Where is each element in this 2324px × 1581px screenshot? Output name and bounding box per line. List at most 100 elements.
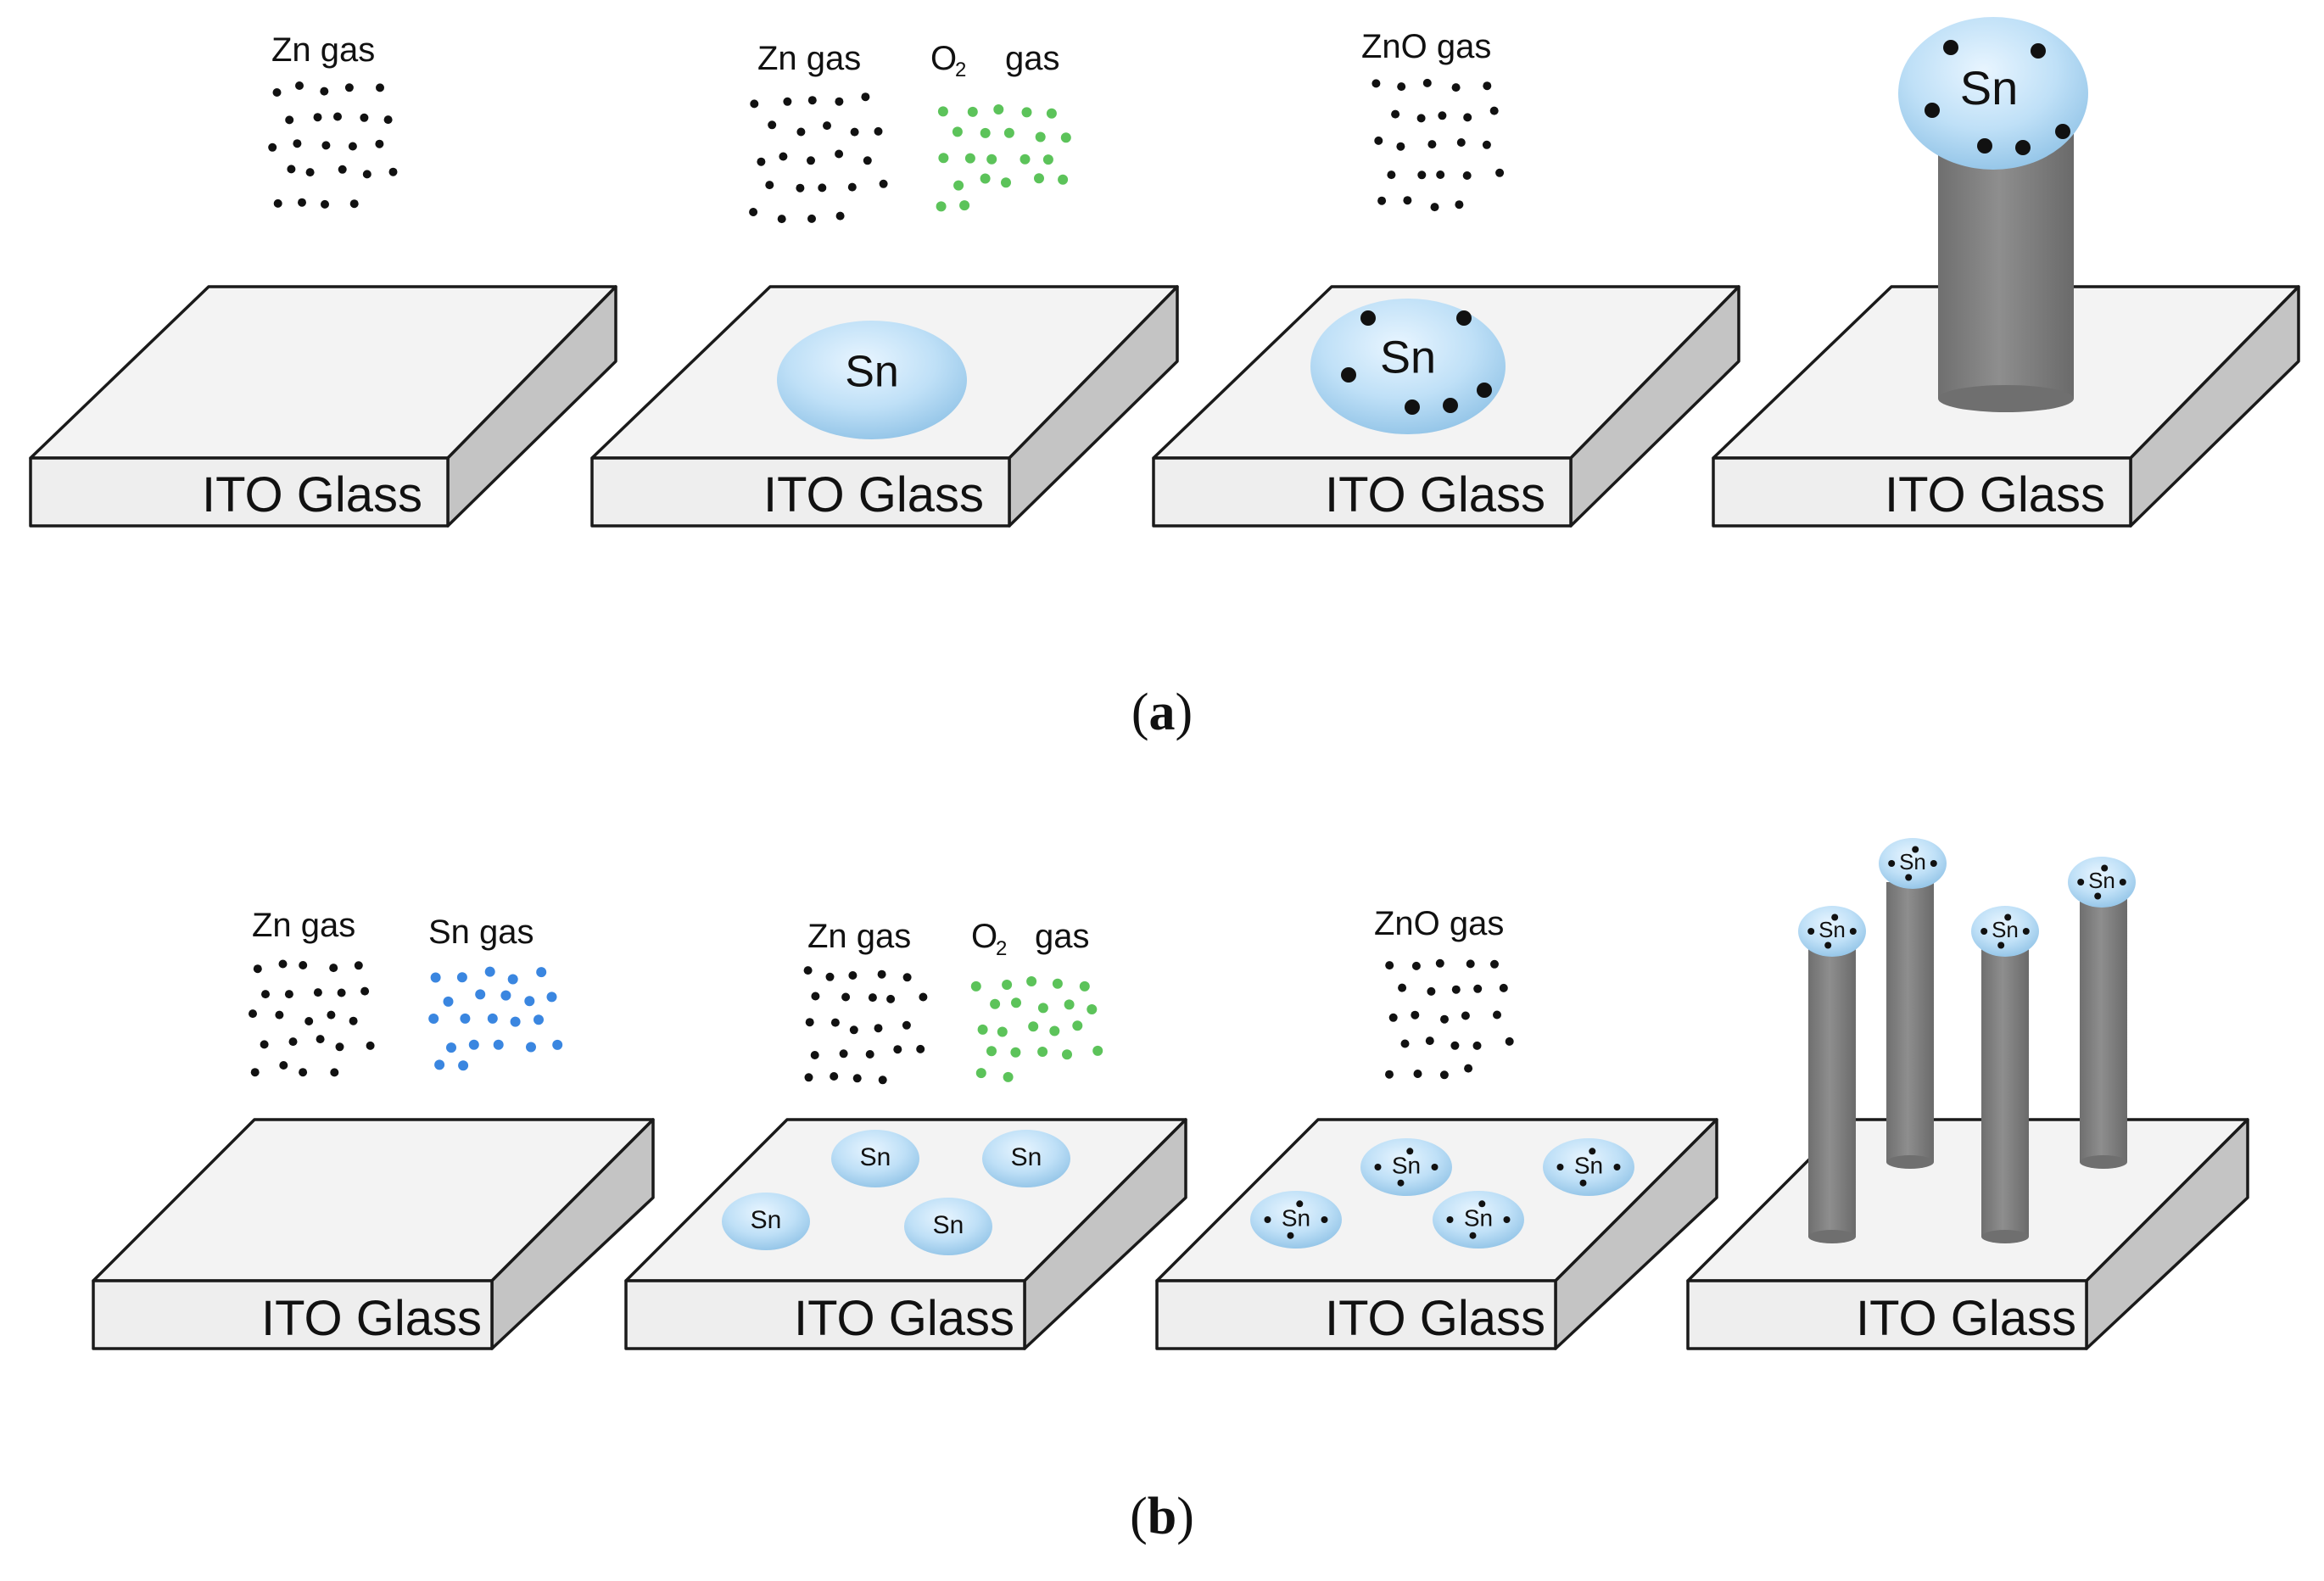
gas-particle (299, 1068, 308, 1077)
gas-particle (937, 106, 948, 117)
gas-particle (1411, 961, 1421, 970)
sn-gas-particles (428, 966, 563, 1071)
zno-gas-particles (1371, 78, 1505, 212)
gas-particle (1037, 1003, 1048, 1014)
gas-particle (1451, 83, 1461, 92)
o2-gas-word: gas (1035, 918, 1090, 955)
sn-droplet-with-zn: Sn (1310, 299, 1506, 434)
substrate-label: ITO Glass (763, 467, 984, 522)
panel-a-caption: (a) (1131, 684, 1193, 741)
gas-particle (807, 214, 816, 223)
gas-particle (348, 142, 357, 151)
gas-particle (285, 115, 294, 125)
gas-particle (287, 165, 296, 174)
gas-particle (305, 168, 315, 177)
gas-particle (938, 153, 949, 164)
sn-droplet-shape (777, 321, 967, 439)
zn-atom (1456, 310, 1472, 326)
gas-particle (796, 127, 806, 137)
gas-particle (886, 994, 896, 1003)
caption-letter: a (1149, 684, 1176, 741)
gas-label-zn: Zn gas (807, 918, 911, 955)
gas-particle (997, 1026, 1008, 1037)
sn-droplet-label: Sn (1899, 849, 1926, 874)
gas-particle (1400, 1039, 1410, 1048)
gas-particle (877, 969, 886, 979)
gas-particle (524, 996, 535, 1007)
gas-particle (1438, 111, 1447, 120)
gas-particle (830, 1018, 840, 1027)
zn-atom (1341, 367, 1356, 383)
gas-particle (446, 1042, 456, 1053)
gas-particle (261, 990, 270, 999)
gas-label-zno: ZnO gas (1361, 28, 1491, 65)
gas-particle (1427, 140, 1437, 149)
gas-particle (879, 179, 888, 188)
gas-particle (1046, 108, 1057, 119)
sn-droplet: Sn (722, 1193, 810, 1250)
gas-particle (936, 201, 947, 212)
gas-particle (970, 980, 981, 992)
gas-particle (1072, 1020, 1083, 1031)
gas-particle (1034, 173, 1044, 184)
sn-droplet: Sn (831, 1130, 919, 1187)
gas-particle (779, 152, 788, 161)
zn-atom (2119, 879, 2126, 885)
panel-a-stage-2: ITO Glass Sn Zn gas O 2 gas (590, 40, 1179, 528)
gas-particle (783, 97, 792, 106)
zn-atom (1943, 40, 1958, 55)
gas-particle (1003, 1071, 1014, 1082)
gas-particle (1422, 78, 1432, 87)
gas-particle (316, 1035, 325, 1044)
zn-atom (2101, 864, 2109, 872)
caption-close: ) (1176, 1488, 1194, 1545)
gas-particle (249, 1009, 257, 1019)
zn-atom (1503, 1216, 1511, 1223)
gas-particle (1463, 113, 1472, 122)
gas-particle (546, 992, 557, 1003)
panel-a: ITO Glass Zn gas ITO Glass Sn Zn gas O 2 (29, 17, 2300, 741)
gas-particle (1037, 1047, 1048, 1057)
gas-particle (765, 181, 774, 190)
gas-particle (835, 211, 845, 221)
zn-atom (1477, 383, 1492, 398)
gas-particle (823, 121, 831, 131)
gas-particle (1374, 136, 1383, 145)
zn-atom (1905, 874, 1913, 881)
gas-particle (1060, 132, 1071, 143)
gas-particle (279, 1061, 288, 1070)
zn-atom (1925, 103, 1940, 118)
gas-particle (1466, 959, 1475, 969)
zn-atom (1405, 399, 1420, 415)
gas-particle (1439, 1070, 1449, 1080)
gas-particle (807, 156, 815, 165)
gas-particle (757, 157, 766, 166)
gas-particle (919, 992, 928, 1002)
gas-particle (1416, 114, 1426, 123)
sn-droplet-tip: Sn (1898, 17, 2088, 170)
panel-b-stage-4: ITO Glass Sn Sn Sn Sn (1686, 838, 2249, 1350)
substrate-label: ITO Glass (1856, 1291, 2076, 1346)
gas-particle (526, 1042, 536, 1053)
gas-particle (1490, 959, 1499, 969)
gas-particle (1028, 1021, 1039, 1032)
zn-atom (1296, 1200, 1304, 1208)
gas-particle (456, 972, 467, 983)
gas-particle (803, 966, 813, 975)
gas-particle (1473, 984, 1483, 993)
gas-particle (327, 1010, 336, 1020)
panel-b-stage-2: ITO Glass Sn Sn Sn Sn Zn gas O 2 (624, 918, 1187, 1350)
zn-gas-particles (268, 81, 398, 209)
gas-particle (1440, 1014, 1449, 1024)
gas-label-zno: ZnO gas (1374, 905, 1504, 942)
gas-particle (1385, 961, 1394, 970)
zn-atom (1360, 310, 1376, 326)
sn-droplet-shape (1798, 906, 1866, 957)
gas-particle (284, 990, 293, 999)
gas-particle (1397, 82, 1406, 92)
gas-particle (848, 971, 858, 980)
gas-particle (458, 1060, 469, 1071)
gas-particle (344, 83, 354, 92)
gas-particle (1450, 1041, 1460, 1050)
